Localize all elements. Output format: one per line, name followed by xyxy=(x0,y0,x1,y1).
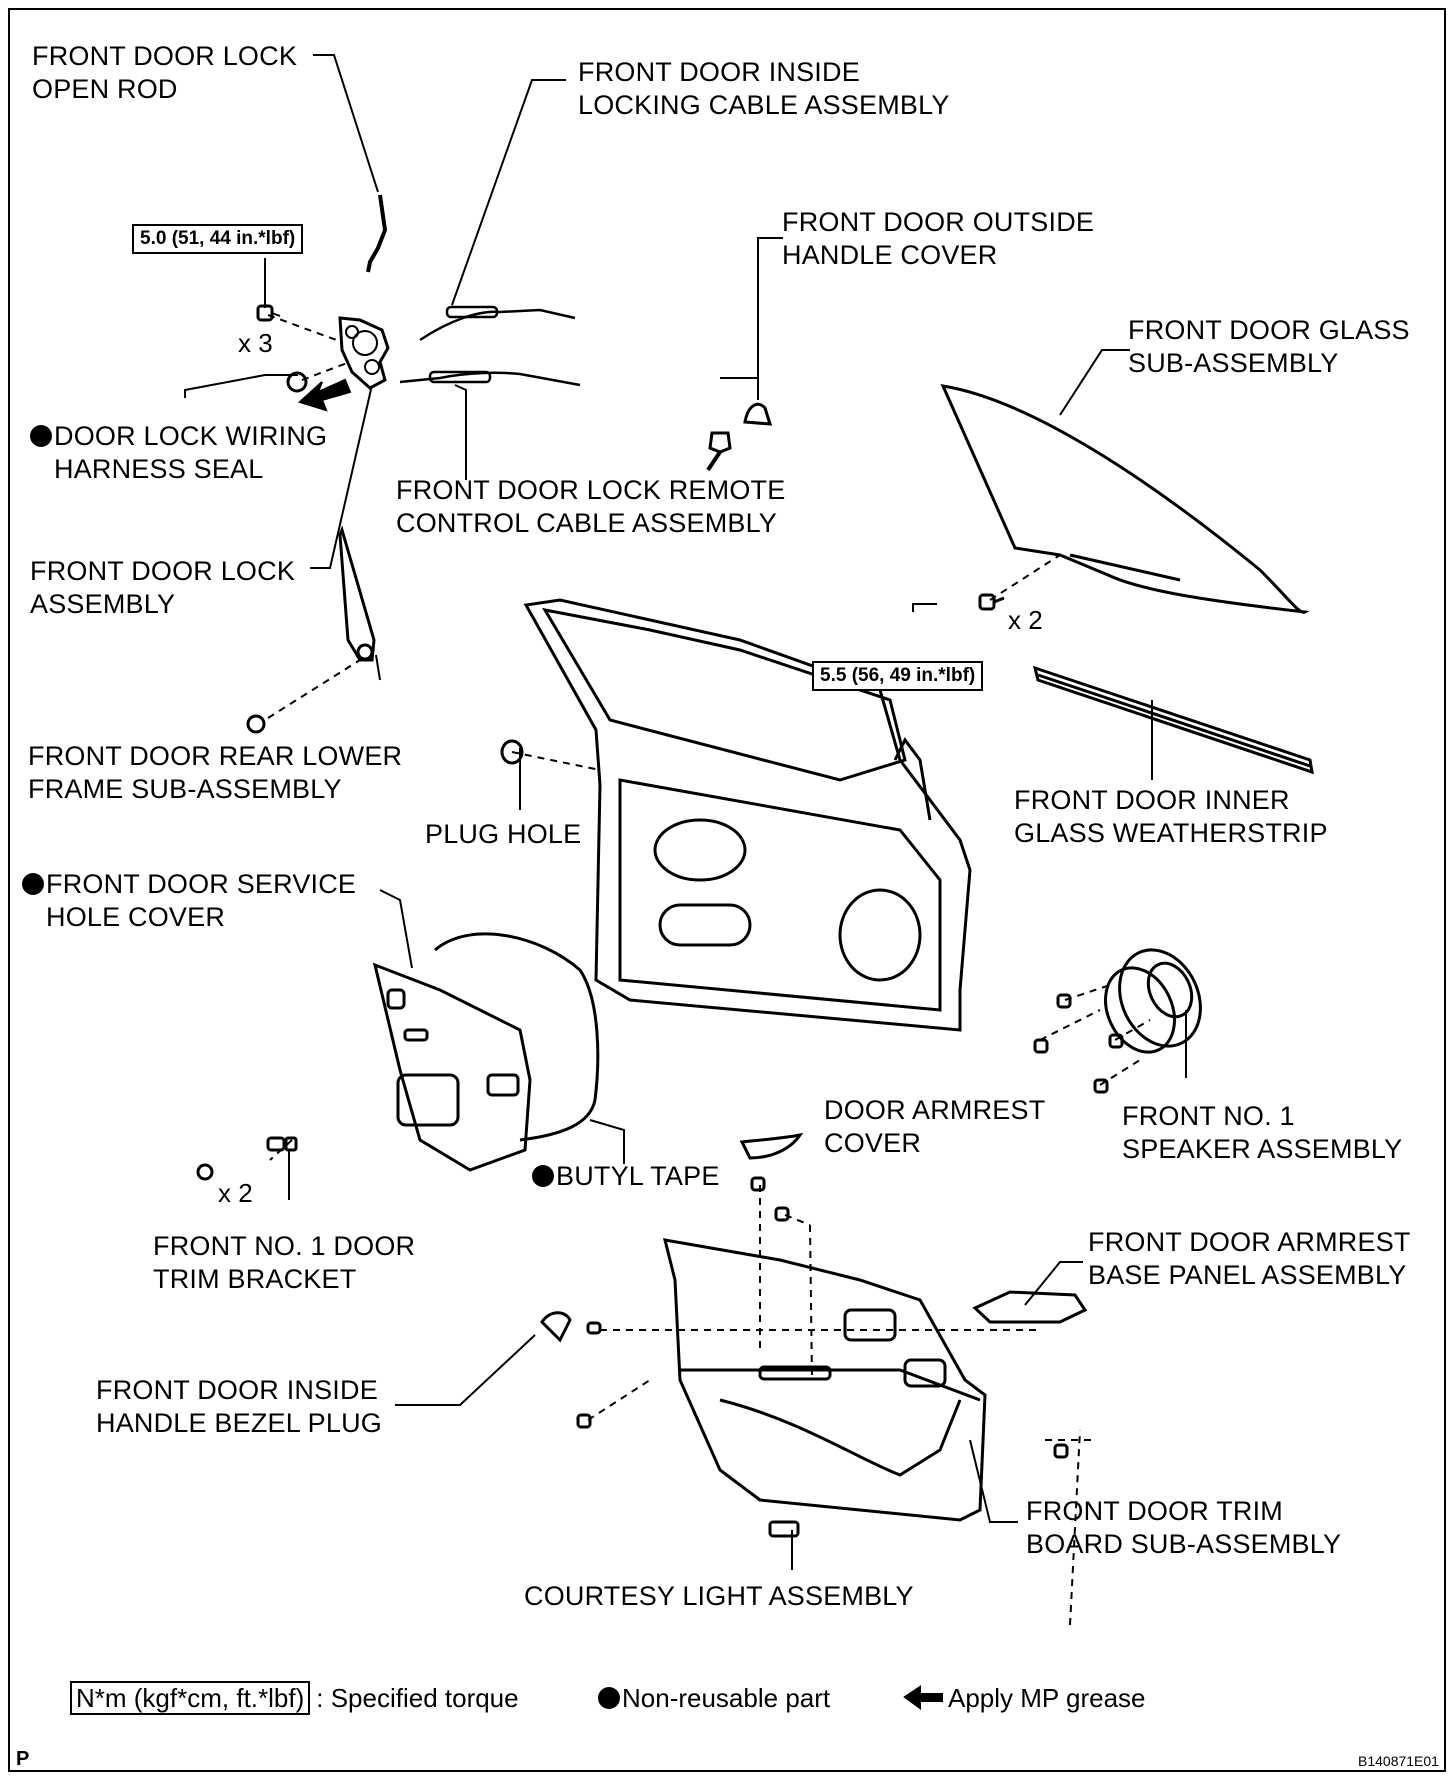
lock-screw-part xyxy=(256,304,281,322)
label-plug-hole: PLUG HOLE xyxy=(425,819,582,849)
count-lock-screws: x 3 xyxy=(238,328,273,358)
trim-board-part xyxy=(662,1238,987,1522)
non-reusable-dot-icon xyxy=(22,873,44,895)
label-courtesy-light: COURTESY LIGHT ASSEMBLY xyxy=(524,1581,914,1611)
courtesy-light-part xyxy=(768,1520,800,1538)
label-butyl-tape: BUTYL TAPE xyxy=(532,1160,720,1193)
glass-part xyxy=(940,384,1310,614)
legend-torque-box: N*m (kgf*cm, ft.*lbf) xyxy=(70,1681,311,1715)
non-reusable-dot-icon xyxy=(598,1687,620,1709)
butyl-tape-part xyxy=(434,932,600,1142)
speaker-part xyxy=(1104,948,1202,1054)
diagram-frame xyxy=(8,8,1446,1772)
torque-glass-bolts: 5.5 (56, 49 in.*lbf) xyxy=(812,661,984,691)
armrest-cover-part xyxy=(739,1132,804,1160)
non-reusable-dot-icon xyxy=(30,425,52,447)
plug-hole-part xyxy=(500,739,524,765)
label-wiring-seal: DOOR LOCK WIRING HARNESS SEAL xyxy=(30,420,327,486)
weatherstrip-part xyxy=(1032,665,1314,775)
figure-reference: B140871E01 xyxy=(1358,1753,1439,1769)
grease-arrow-mark xyxy=(298,378,352,412)
count-glass-bolts: x 2 xyxy=(1008,605,1043,635)
outside-handle-cover-part xyxy=(706,402,773,472)
trim-bracket-part xyxy=(266,1136,298,1152)
legend-grease: Apply MP grease xyxy=(948,1683,1146,1713)
armrest-base-panel-part xyxy=(972,1290,1088,1324)
corner-mark: P xyxy=(16,1748,30,1770)
service-hole-cover-part xyxy=(372,962,532,1172)
cable-parts xyxy=(399,305,581,387)
door-frame-part xyxy=(523,598,972,1032)
bracket-screw-part xyxy=(196,1163,214,1181)
frame-bolt-part xyxy=(246,714,266,734)
rear-lower-frame-part xyxy=(338,525,376,662)
label-service-hole-cover: FRONT DOOR SERVICE HOLE COVER xyxy=(22,868,356,934)
door-lock-assembly-part xyxy=(338,316,390,390)
trim-screw-part xyxy=(576,1176,1069,1459)
dashed-lines xyxy=(267,314,1151,1626)
open-rod-part xyxy=(366,194,388,273)
count-bracket-screws: x 2 xyxy=(218,1178,253,1208)
leader-lines xyxy=(184,54,1187,1570)
legend-torque: N*m (kgf*cm, ft.*lbf): Specified torque xyxy=(70,1681,519,1715)
torque-lock-bolts: 5.0 (51, 44 in.*lbf) xyxy=(132,224,304,254)
wiring-seal-part xyxy=(286,371,308,393)
glass-bolt-part xyxy=(978,593,1005,611)
legend-arrow-icon xyxy=(903,1685,943,1710)
legend-non-reusable: Non-reusable part xyxy=(598,1682,830,1714)
handle-bezel-plug-part xyxy=(540,1311,572,1343)
speaker-screw-part xyxy=(1033,993,1124,1094)
non-reusable-dot-icon xyxy=(532,1165,554,1187)
